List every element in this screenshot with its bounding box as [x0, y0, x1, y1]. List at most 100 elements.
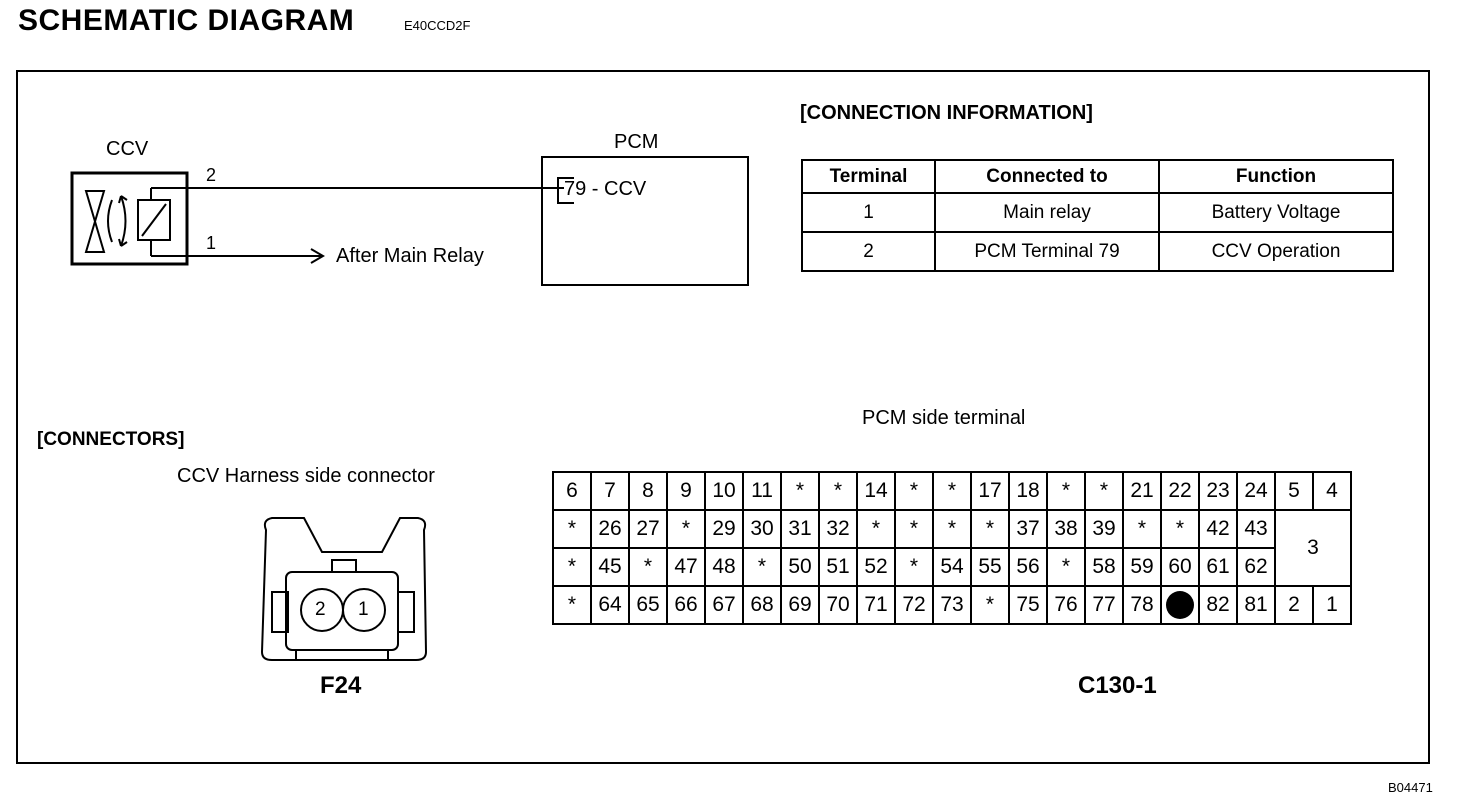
terminal-cell: 5 [1274, 471, 1314, 511]
document-code: E40CCD2F [404, 18, 471, 33]
terminal-cell: 43 [1236, 509, 1276, 549]
terminal-cell: 76 [1046, 585, 1086, 625]
diagram-frame [16, 70, 1430, 764]
connection-info-table: Terminal Connected to Function 1 Main re… [801, 159, 1394, 272]
terminal-cell: * [894, 509, 934, 549]
terminal-cell: * [932, 471, 972, 511]
f24-pin-1-label: 1 [358, 599, 369, 620]
table-cell: 2 [801, 231, 936, 272]
terminal-cell: 17 [970, 471, 1010, 511]
terminal-cell: 50 [780, 547, 820, 587]
terminal-cell: 8 [628, 471, 668, 511]
page-title: SCHEMATIC DIAGRAM [18, 4, 355, 37]
f24-connector-drawing [260, 517, 428, 661]
table-cell: 1 [801, 192, 936, 233]
terminal-cell: * [894, 547, 934, 587]
connectors-heading: [CONNECTORS] [37, 429, 185, 450]
terminal-cell: * [552, 585, 592, 625]
terminal-cell: 6 [552, 471, 592, 511]
terminal-cell: 4 [1312, 471, 1352, 511]
f24-connector-id: F24 [320, 672, 362, 699]
terminal-cell: * [1160, 509, 1200, 549]
terminal-cell: 71 [856, 585, 896, 625]
terminal-cell: * [1122, 509, 1162, 549]
table-cell: CCV Operation [1158, 231, 1394, 272]
figure-code: B04471 [1388, 780, 1433, 795]
wire-2-label: 2 [206, 165, 217, 185]
terminal-cell: 78 [1122, 585, 1162, 625]
terminal-cell: * [1046, 547, 1086, 587]
terminal-cell: 66 [666, 585, 706, 625]
pcm-box [541, 156, 749, 286]
terminal-cell: 77 [1084, 585, 1124, 625]
terminal-cell: 22 [1160, 471, 1200, 511]
terminal-cell: 38 [1046, 509, 1086, 549]
terminal-cell: 67 [704, 585, 744, 625]
terminal-cell: 1 [1312, 585, 1352, 625]
terminal-cell: 2 [1274, 585, 1314, 625]
terminal-cell: 30 [742, 509, 782, 549]
terminal-cell: 81 [1236, 585, 1276, 625]
terminal-cell: 31 [780, 509, 820, 549]
terminal-cell: 70 [818, 585, 858, 625]
terminal-cell: 72 [894, 585, 934, 625]
terminal-cell: * [856, 509, 896, 549]
c130-connector-id: C130-1 [1078, 672, 1157, 699]
terminal-cell: 60 [1160, 547, 1200, 587]
terminal-cell: 11 [742, 471, 782, 511]
terminal-cell: * [818, 471, 858, 511]
terminal-cell: 37 [1008, 509, 1048, 549]
pcm-terminal-label: 79 - CCV [564, 178, 647, 200]
terminal-cell: 9 [666, 471, 706, 511]
table-cell: PCM Terminal 79 [934, 231, 1160, 272]
terminal-cell: 29 [704, 509, 744, 549]
table-cell: Battery Voltage [1158, 192, 1394, 233]
after-main-relay-label: After Main Relay [336, 245, 484, 267]
terminal-cell: 42 [1198, 509, 1238, 549]
terminal-cell: 65 [628, 585, 668, 625]
terminal-cell: 56 [1008, 547, 1048, 587]
ccv-connector-caption: CCV Harness side connector [177, 465, 435, 487]
terminal-cell: 14 [856, 471, 896, 511]
ccv-label: CCV [106, 138, 149, 160]
terminal-cell: 69 [780, 585, 820, 625]
terminal-cell: 73 [932, 585, 972, 625]
filled-terminal-dot [1166, 591, 1194, 619]
terminal-cell: 64 [590, 585, 630, 625]
terminal-cell: * [1084, 471, 1124, 511]
terminal-cell: 18 [1008, 471, 1048, 511]
ccv-valve-symbol [84, 188, 171, 256]
terminal-cell: * [552, 509, 592, 549]
terminal-cell: 32 [818, 509, 858, 549]
pcm-label: PCM [614, 131, 659, 153]
terminal-cell: 26 [590, 509, 630, 549]
column-header-connected-to: Connected to [934, 159, 1160, 194]
terminal-cell: 61 [1198, 547, 1238, 587]
terminal-cell: 75 [1008, 585, 1048, 625]
connection-info-heading: [CONNECTION INFORMATION] [800, 102, 1093, 124]
table-row: 1 Main relay Battery Voltage [801, 192, 1394, 233]
terminal-cell: 24 [1236, 471, 1276, 511]
f24-pin-1 [342, 588, 386, 632]
terminal-cell: 48 [704, 547, 744, 587]
ccv-component-box [70, 171, 189, 266]
terminal-cell: 51 [818, 547, 858, 587]
terminal-cell: 54 [932, 547, 972, 587]
terminal-cell [1160, 585, 1200, 625]
terminal-cell: * [894, 471, 934, 511]
terminal-cell: * [970, 509, 1010, 549]
pcm-terminal-bracket [557, 177, 574, 204]
terminal-cell: 59 [1122, 547, 1162, 587]
wire-1-label: 1 [206, 233, 217, 253]
table-header-row: Terminal Connected to Function [801, 159, 1394, 194]
terminal-cell: 52 [856, 547, 896, 587]
terminal-cell: 55 [970, 547, 1010, 587]
arrow-right-icon [310, 248, 325, 264]
f24-pin-2-label: 2 [315, 599, 326, 620]
terminal-cell: * [552, 547, 592, 587]
terminal-cell: 82 [1198, 585, 1238, 625]
